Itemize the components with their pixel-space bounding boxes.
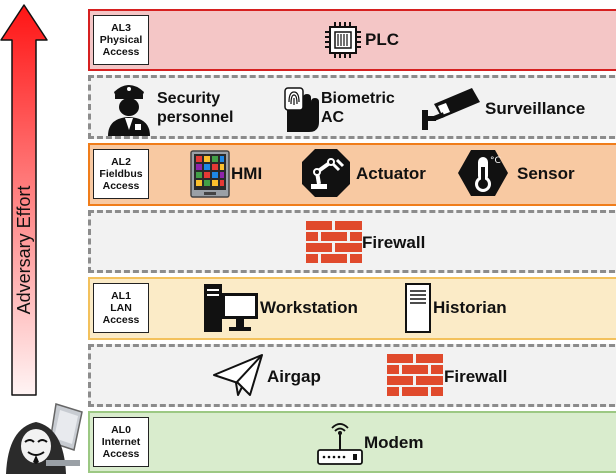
security-personnel-label: Security personnel — [157, 90, 234, 126]
surveillance-label: Surveillance — [485, 99, 586, 118]
sensor-label: Sensor — [517, 164, 575, 183]
workstation-label: Workstation — [260, 298, 358, 317]
physical-barrier-band — [88, 75, 616, 139]
server-icon — [405, 283, 431, 333]
hmi-panel-icon — [190, 150, 230, 198]
historian-label: Historian — [433, 298, 507, 317]
hacker-icon — [6, 403, 83, 474]
adversary-effort-label: Adversary Effort — [14, 185, 34, 315]
access-level-2-band — [88, 143, 616, 206]
al3-label: AL3 Physical Access — [93, 15, 149, 65]
chip-icon — [325, 22, 361, 58]
modem-label: Modem — [364, 433, 424, 452]
adversary-effort-arrow — [0, 4, 48, 396]
thermometer-icon: °C — [458, 150, 508, 196]
cctv-camera-icon — [422, 88, 480, 130]
actuator-label: Actuator — [356, 164, 426, 183]
plc-label: PLC — [365, 30, 399, 49]
biometric-ac-label: Biometric AC — [321, 90, 395, 126]
security-guard-icon — [108, 85, 150, 136]
paper-plane-icon — [213, 354, 263, 396]
access-level-1-band — [88, 277, 616, 340]
airgap-label: Airgap — [267, 367, 321, 386]
firewall-label-lan: Firewall — [444, 367, 508, 386]
lan-barrier-band — [88, 344, 616, 407]
svg-text:°C: °C — [490, 156, 501, 166]
fingerprint-hand-icon — [284, 87, 319, 132]
firewall-icon — [306, 221, 362, 263]
robot-arm-icon — [302, 149, 350, 197]
al1-label: AL1 LAN Access — [93, 283, 149, 333]
al2-label: AL2 Fieldbus Access — [93, 149, 149, 199]
router-icon — [317, 423, 363, 465]
firewall-label-fieldbus: Firewall — [362, 233, 426, 252]
al0-label: AL0 Internet Access — [93, 417, 149, 467]
hmi-label: HMI — [231, 164, 263, 183]
workstation-icon — [204, 284, 258, 332]
firewall-icon — [387, 354, 443, 396]
